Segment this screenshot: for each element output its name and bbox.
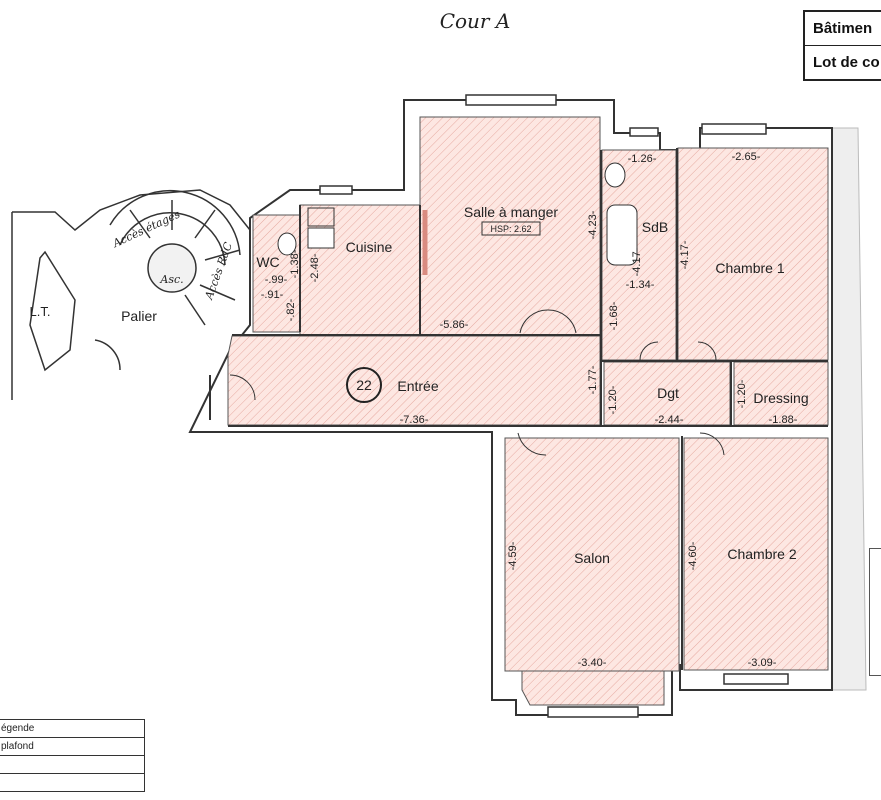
label-asc: Asc. [159,273,183,286]
label-apartment-number: 22 [356,377,372,393]
dim-sdb-bottom: -1.34- [626,279,655,291]
side-table-fragment [869,548,881,676]
dim-wc-w: -.99- [265,274,288,286]
title-block: Bâtimen Lot de co [803,10,881,81]
legend-row-empty [0,773,144,791]
fixtures [277,162,638,266]
stair-hall [11,189,251,420]
dim-ch1-top: -2.65- [732,151,761,163]
dim-sdb-side: -4.17- [631,247,643,276]
dim-wc-b: -.91- [261,289,284,301]
legend-row-empty [0,755,144,773]
dim-salon-bottom: -3.40- [578,657,607,669]
label-salle-a-manger: Salle à manger [464,204,559,220]
courtyard-label: Cour A [440,9,511,33]
dim-entree-right: -1.77- [587,365,599,394]
title-block-row2: Lot de co [805,45,881,79]
windows [319,94,789,718]
dim-wc-c: -.82- [285,298,297,321]
dim-ch2-bottom: -3.09- [748,657,777,669]
doors [229,309,725,456]
dim-sam-bottom: -5.86- [440,319,469,331]
dim-entree-bottom: -7.36- [400,414,429,426]
partitions [228,148,828,670]
dim-sam-side: -4.23- [587,210,599,239]
dim-dressing-bottom: -1.88- [769,414,798,426]
label-wc: WC [256,254,279,270]
dimensions: -1.26- -2.65- -4.23- -4.17- -4.17- -1.34… [261,151,798,669]
dim-cuisine-side: -2.48- [309,253,321,282]
dim-salon-side: -4.59- [507,541,519,570]
room-salon-bay [521,670,665,706]
label-salon: Salon [574,550,610,566]
dim-dgt-side: -1.20- [607,385,619,414]
label-palier: Palier [121,308,157,324]
room-dressing [733,361,829,426]
room-salle-a-manger [419,116,601,336]
legend-table: égende plafond [0,719,145,792]
dim-wc-h: -1.38- [289,249,301,278]
dim-dgt-left: -1.68- [608,301,620,330]
label-chambre2: Chambre 2 [727,546,796,562]
light-shaft [831,127,867,691]
hsp-box [481,221,541,236]
label-lt: L.T. [30,304,51,319]
apartment-number-circle [346,367,382,403]
room-chambre1 [677,147,829,361]
label-dgt: Dgt [657,385,679,401]
label-entree: Entrée [397,378,438,394]
legend-row-plafond: plafond [0,737,144,755]
legend-title: égende [1,723,35,734]
dim-sdb-top: -1.26- [628,153,657,165]
dim-ch1-side: -4.17- [679,240,691,269]
dim-dressing-side: -1.20- [736,379,748,408]
dim-ch2-side: -4.60- [687,541,699,570]
label-dressing: Dressing [753,390,808,406]
label-sdb: SdB [642,219,668,235]
label-cuisine: Cuisine [346,239,393,255]
title-block-row1: Bâtimen [813,20,873,37]
room-chambre2 [683,437,829,671]
room-salon [504,437,680,672]
label-chambre1: Chambre 1 [715,260,784,276]
dim-dgt-bottom: -2.44- [655,414,684,426]
label-hsp: HSP: 2.62 [490,224,531,234]
